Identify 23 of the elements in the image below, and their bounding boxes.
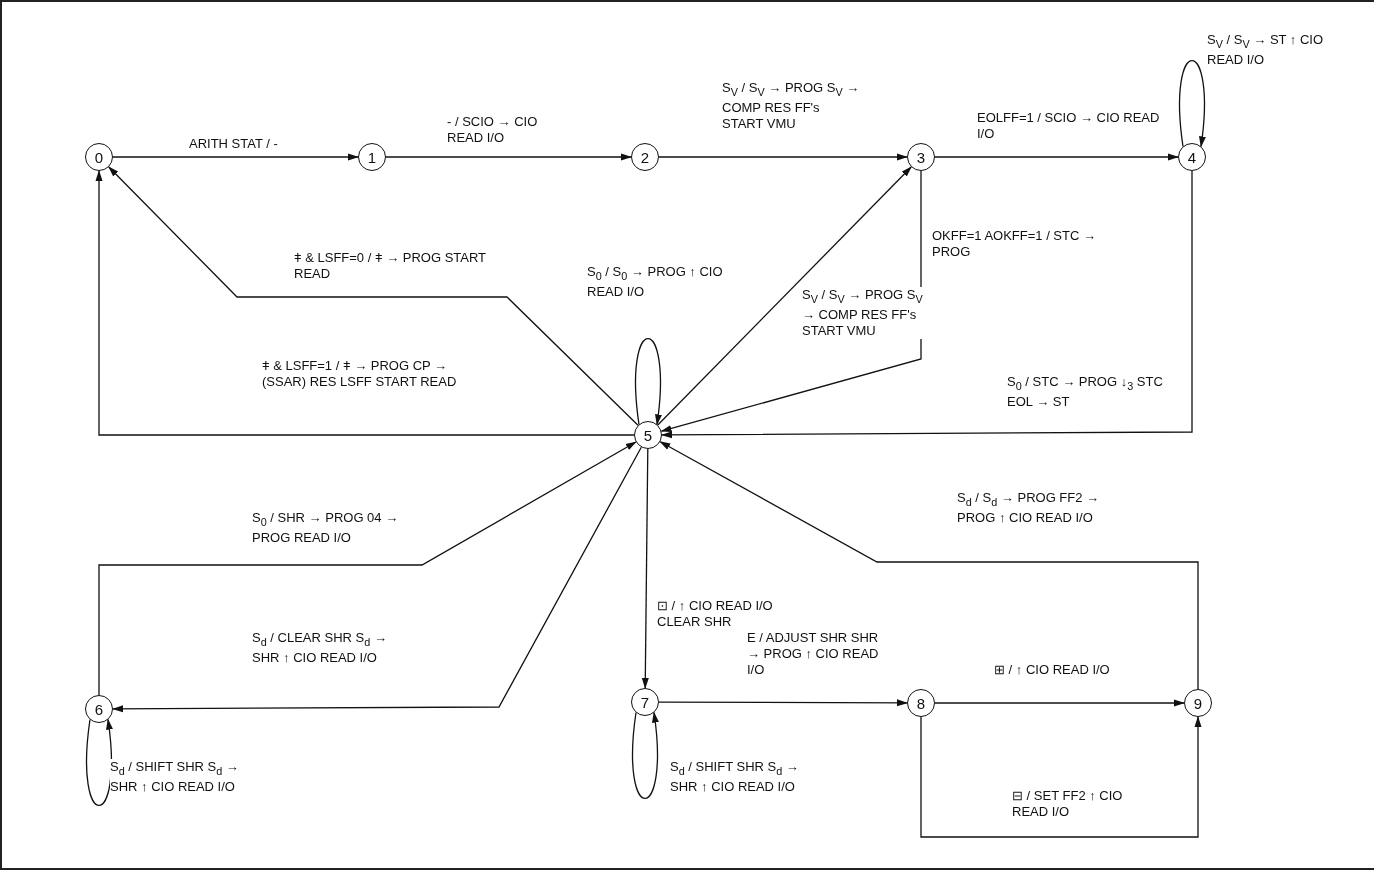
transition-arrow (112, 153, 359, 161)
transition-arrow (631, 711, 659, 800)
transition-arrow (658, 699, 908, 707)
transition-arrow (934, 153, 1179, 161)
state-circle: 4 (1178, 143, 1206, 171)
state-circle: 3 (907, 143, 935, 171)
transition-arrow (658, 153, 908, 161)
transition-arrow (920, 716, 1202, 838)
transition-arrow (385, 153, 632, 161)
state-circle: 2 (631, 143, 659, 171)
state-circle: 9 (1184, 689, 1212, 717)
state-circle: 0 (85, 143, 113, 171)
transition-arrow (1178, 60, 1206, 148)
state-circle: 8 (907, 689, 935, 717)
transition-arrow (659, 441, 1199, 690)
state-circle: 5 (634, 421, 662, 449)
transition-arrow (661, 170, 1193, 439)
transition-arrow (934, 699, 1185, 707)
state-circle: 7 (631, 688, 659, 716)
state-circle: 6 (85, 695, 113, 723)
transition-arrow (634, 338, 662, 426)
transition-arrow (641, 448, 649, 689)
state-circle: 1 (358, 143, 386, 171)
